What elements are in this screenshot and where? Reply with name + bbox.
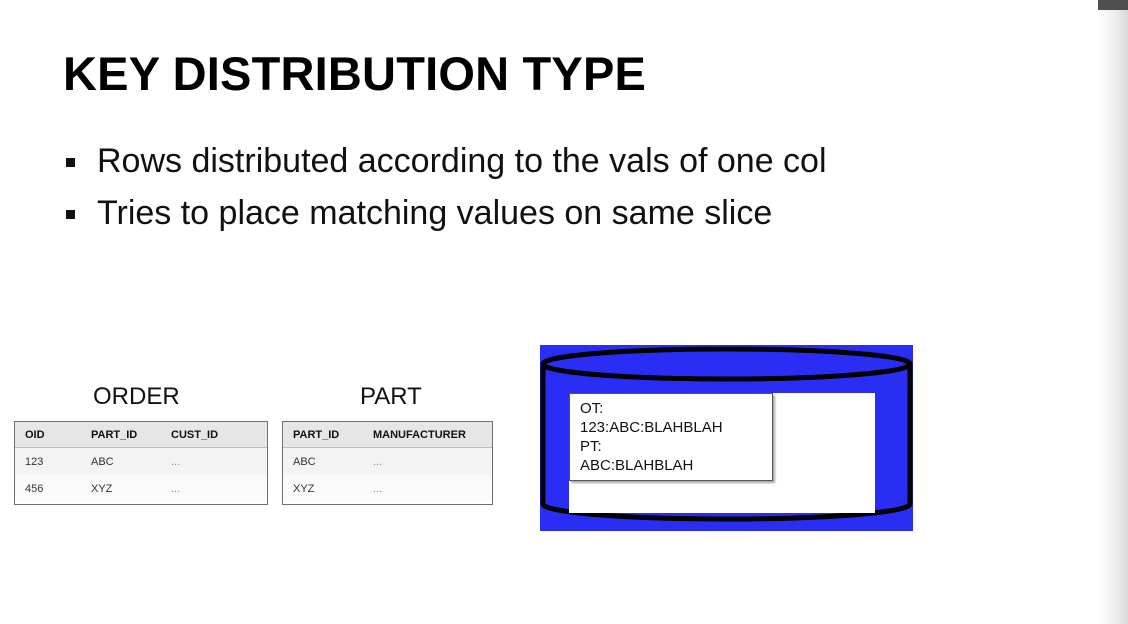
table-cell: ABC [293,455,316,468]
table-cell: XYZ [293,482,315,495]
column-header: CUST_ID [171,428,219,441]
slice-line: OT: [580,400,604,417]
table-cell: ... [171,455,181,468]
corner-tab [1098,0,1128,10]
bullet-text: Rows distributed according to the vals o… [97,141,827,180]
square-bullet-icon [66,209,75,219]
table-row: 456 XYZ ... [15,475,267,502]
order-table-caption: ORDER [93,383,180,410]
table-cell: 456 [25,482,44,495]
part-table-caption: PART [360,383,422,410]
order-table: OID PART_ID CUST_ID 123 ABC ... 456 XYZ … [14,421,268,505]
table-cell: ... [373,455,383,468]
table-cell: ... [373,482,383,495]
bullet-item: Tries to place matching values on same s… [66,187,827,239]
table-cell: XYZ [91,482,113,495]
table-cell: ABC [91,455,114,468]
column-header: PART_ID [293,428,340,441]
square-bullet-icon [66,157,75,167]
part-table: PART_ID MANUFACTURER ABC ... XYZ ... [282,421,493,505]
slide-title: KEY DISTRIBUTION TYPE [63,47,647,100]
table-cell: 123 [25,455,44,468]
column-header: OID [25,428,45,441]
bullet-list: Rows distributed according to the vals o… [66,135,827,239]
bullet-item: Rows distributed according to the vals o… [66,135,827,187]
column-header: MANUFACTURER [373,428,466,441]
table-row: 123 ABC ... [15,448,267,475]
column-header: PART_ID [91,428,138,441]
slice-line: 123:ABC:BLAHBLAH [580,419,723,436]
slice-contents-box: OT: 123:ABC:BLAHBLAH PT: ABC:BLAHBLAH [569,393,773,481]
table-row: XYZ ... [283,475,492,502]
cylinder-top [540,346,913,382]
slice-line: ABC:BLAHBLAH [580,457,694,474]
slice-line: PT: [580,438,602,455]
table-header-row: OID PART_ID CUST_ID [15,422,267,448]
table-cell: ... [171,482,181,495]
table-row: ABC ... [283,448,492,475]
table-header-row: PART_ID MANUFACTURER [283,422,492,448]
window-edge [1098,0,1128,624]
bullet-text: Tries to place matching values on same s… [97,193,773,232]
